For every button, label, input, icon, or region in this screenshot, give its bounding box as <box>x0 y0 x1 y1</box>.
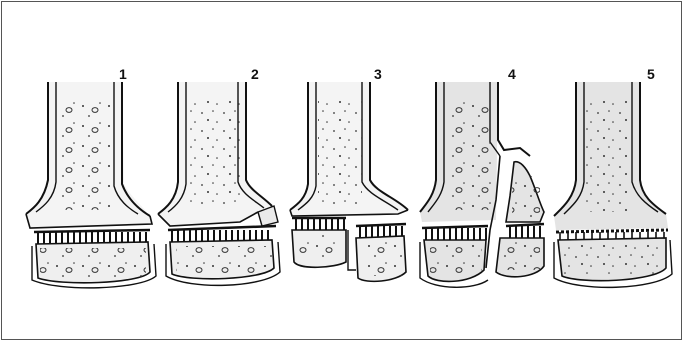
panel-label-4: 4 <box>508 66 516 82</box>
panel-4: 4 <box>420 66 544 287</box>
epiphysis-4 <box>420 238 544 287</box>
metaphysis-5 <box>554 82 668 230</box>
panel-label-3: 3 <box>374 66 382 82</box>
epiphysis-2 <box>166 240 280 285</box>
panel-3: 3 <box>290 66 408 281</box>
epiphysis-5 <box>554 238 672 287</box>
metaphysis-1 <box>26 82 152 228</box>
panel-1: 1 <box>26 66 156 288</box>
metaphysis-2 <box>158 82 278 226</box>
compressed-physis-5 <box>556 230 668 232</box>
panel-5: 5 <box>554 66 672 287</box>
epiphysis-1 <box>32 242 156 288</box>
panel-label-5: 5 <box>647 66 655 82</box>
epiphysis-3 <box>292 230 406 281</box>
metaphysis-3 <box>290 82 408 216</box>
panel-label-2: 2 <box>251 66 259 82</box>
panel-2: 2 <box>158 66 280 285</box>
panel-label-1: 1 <box>119 66 127 82</box>
